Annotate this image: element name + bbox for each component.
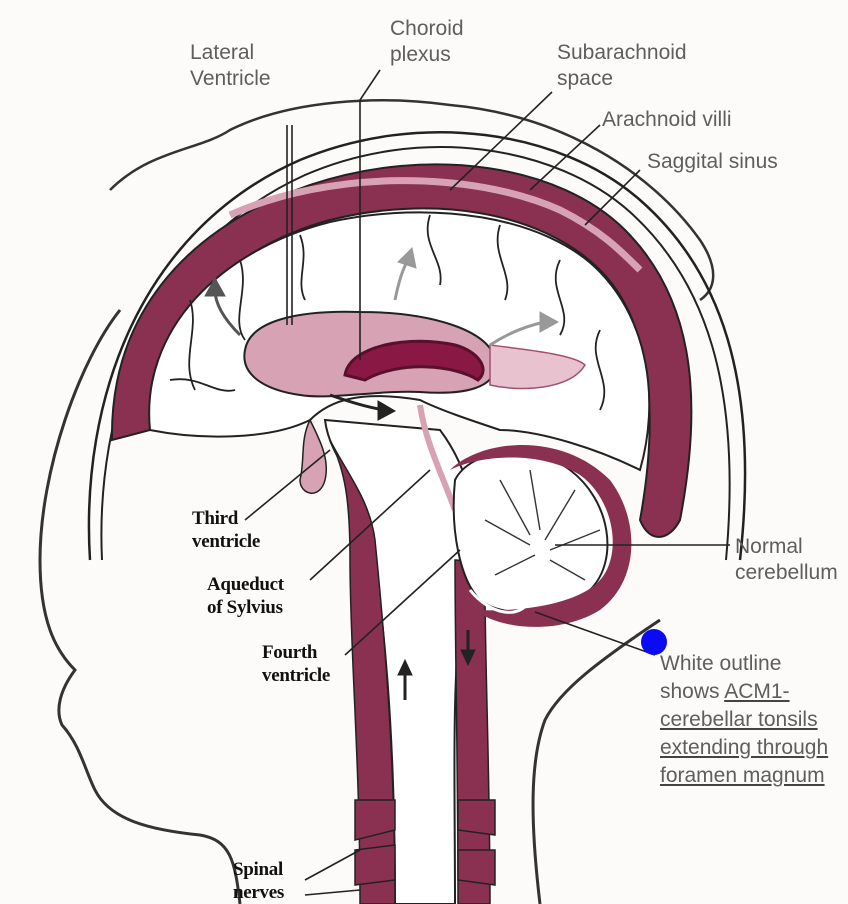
label-subarachnoid-space: Subarachnoid space: [557, 40, 687, 92]
label-aqueduct-of-sylvius: Aqueduct of Sylvius: [207, 573, 284, 619]
label-lateral-ventricle: Lateral Ventricle: [190, 40, 271, 92]
label-choroid-plexus: Choroid plexus: [390, 16, 464, 68]
label-line: Third: [192, 507, 260, 530]
label-line: ventricle: [262, 664, 330, 687]
annotation-line-2: shows ACM1-: [660, 678, 828, 706]
annotation-line-1: White outline: [660, 650, 828, 678]
label-saggital-sinus: Saggital sinus: [647, 149, 778, 175]
annotation-line-4: extending through: [660, 734, 828, 762]
label-third-ventricle: Third ventricle: [192, 507, 260, 553]
label-normal-cerebellum: Normal cerebellum: [735, 534, 838, 586]
label-line: of Sylvius: [207, 596, 284, 619]
neck-back-outline: [533, 620, 660, 904]
label-line: Choroid: [390, 16, 464, 42]
label-line: ventricle: [192, 530, 260, 553]
label-spinal-nerves: Spinal nerves: [233, 858, 284, 904]
label-line: Fourth: [262, 641, 330, 664]
label-arachnoid-villi: Arachnoid villi: [602, 107, 732, 133]
annotation-text: shows: [660, 680, 724, 703]
annotation-link-text: ACM1-: [724, 680, 789, 703]
annotation-line-5: foramen magnum: [660, 762, 828, 790]
label-line: Subarachnoid: [557, 40, 687, 66]
label-line: Lateral: [190, 40, 271, 66]
label-line: cerebellum: [735, 560, 838, 586]
label-line: Aqueduct: [207, 573, 284, 596]
label-line: Ventricle: [190, 66, 271, 92]
label-line: Spinal: [233, 858, 284, 881]
label-line: plexus: [390, 42, 464, 68]
label-line: space: [557, 66, 687, 92]
annotation-line-3: cerebellar tonsils: [660, 706, 828, 734]
acm1-annotation: White outline shows ACM1- cerebellar ton…: [660, 650, 828, 790]
label-line: Normal: [735, 534, 838, 560]
label-line: nerves: [233, 881, 284, 904]
label-fourth-ventricle: Fourth ventricle: [262, 641, 330, 687]
